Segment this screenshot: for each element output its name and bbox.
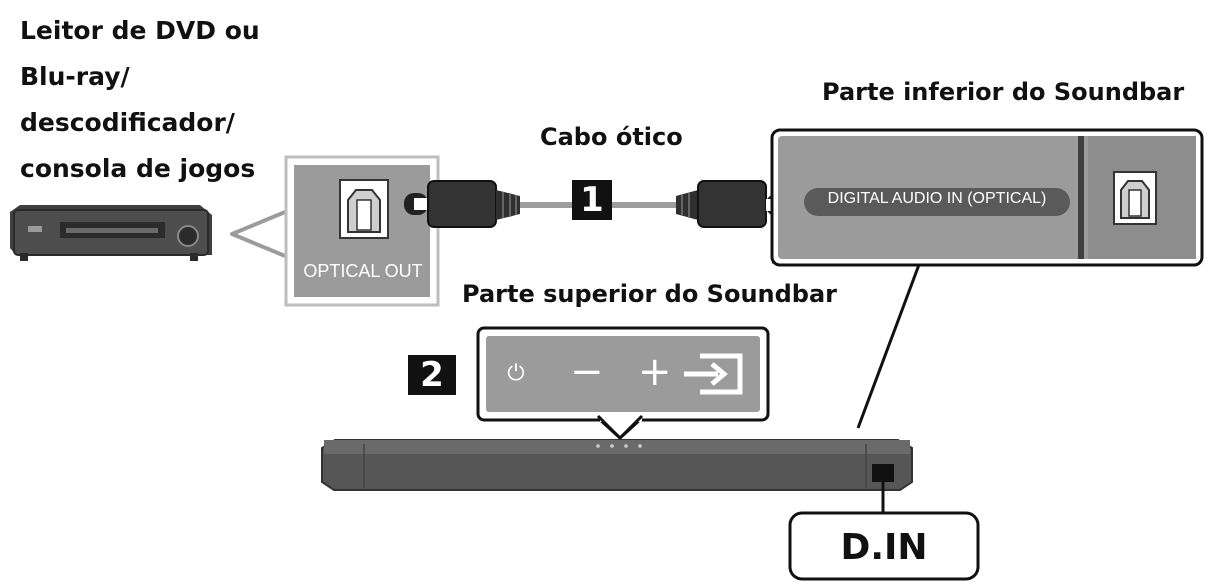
optical-out-port-icon bbox=[339, 179, 389, 239]
d-in-callout bbox=[788, 511, 980, 581]
soundbar-top-label: Parte superior do Soundbar bbox=[462, 280, 838, 308]
soundbar-bottom-label: Parte inferior do Soundbar bbox=[822, 78, 1185, 106]
plus-icon: + bbox=[638, 349, 672, 395]
source-device bbox=[10, 205, 212, 261]
input-source-icon bbox=[684, 353, 743, 395]
digital-audio-in-label: DIGITAL AUDIO IN (OPTICAL) bbox=[827, 190, 1047, 207]
step-1-badge: 1 bbox=[572, 180, 612, 220]
optical-cable-label: Cabo ótico bbox=[540, 123, 683, 151]
d-in-label: D.IN bbox=[840, 527, 928, 568]
soundbar-top-panel bbox=[486, 336, 760, 412]
optical-out-label: OPTICAL OUT bbox=[303, 261, 423, 281]
step-2-badge: 2 bbox=[408, 355, 456, 395]
digital-audio-in-port-icon bbox=[1113, 171, 1157, 225]
soundbar bbox=[321, 439, 913, 491]
power-icon: ⏻ bbox=[507, 361, 525, 386]
minus-icon: − bbox=[570, 349, 604, 395]
d-in-port bbox=[872, 464, 894, 482]
digital-audio-in-pill bbox=[804, 188, 1070, 216]
source-device-label: Leitor de DVD ou Blu-ray/ descodificador… bbox=[20, 16, 260, 183]
callout-pointer-left bbox=[230, 208, 292, 260]
